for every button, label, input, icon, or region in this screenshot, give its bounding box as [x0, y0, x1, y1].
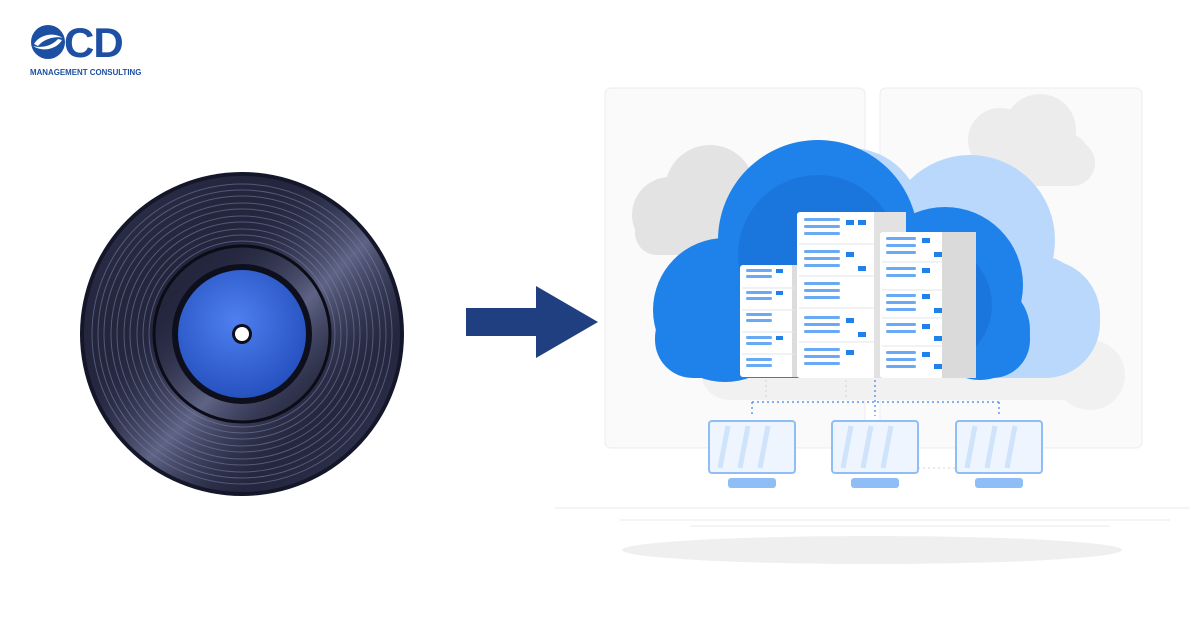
- monitor-icon: [955, 420, 1043, 488]
- logo-tagline: MANAGEMENT CONSULTING: [30, 67, 142, 77]
- vinyl-record-icon: [80, 172, 404, 496]
- logo-swirl-icon: [31, 25, 65, 59]
- monitor-icon: [708, 420, 796, 488]
- right-arrow-icon: [466, 286, 598, 358]
- cloud-server-icon: [555, 87, 1190, 564]
- company-logo: CD MANAGEMENT CONSULTING: [28, 20, 148, 80]
- logo-letters: CD: [64, 19, 124, 66]
- monitor-icon: [831, 420, 919, 488]
